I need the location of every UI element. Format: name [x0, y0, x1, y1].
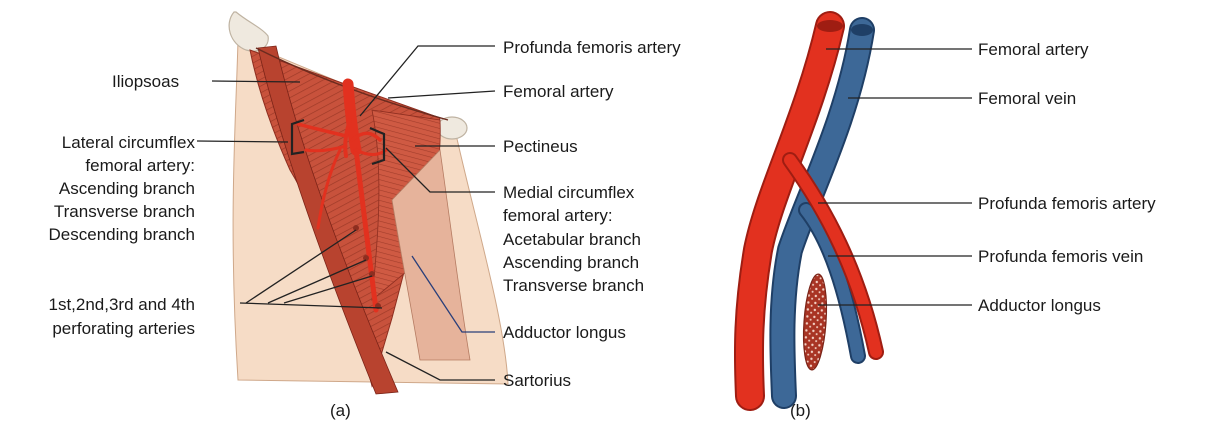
svg-text:Descending branch: Descending branch: [49, 225, 195, 244]
label-lateral-circumflex: Lateral circumflex femoral artery: Ascen…: [49, 133, 196, 244]
caption-a: (a): [330, 401, 351, 420]
svg-text:femoral artery:: femoral artery:: [85, 156, 195, 175]
svg-text:perforating arteries: perforating arteries: [52, 319, 195, 338]
caption-b: (b): [790, 401, 811, 420]
label-profunda-femoris-vein-b: Profunda femoris vein: [978, 247, 1143, 266]
svg-text:Transverse branch: Transverse branch: [503, 276, 644, 295]
svg-text:Lateral circumflex: Lateral circumflex: [62, 133, 196, 152]
anterior-superior-iliac-spine: [229, 12, 268, 51]
svg-text:Transverse branch: Transverse branch: [54, 202, 195, 221]
panel-a: Iliopsoas Lateral circumflex femoral art…: [48, 12, 681, 420]
adductor-longus-b: [801, 273, 830, 370]
svg-text:1st,2nd,3rd and 4th: 1st,2nd,3rd and 4th: [48, 295, 195, 314]
panel-b: Femoral artery Femoral vein Profunda fem…: [749, 20, 1156, 420]
label-iliopsoas: Iliopsoas: [112, 72, 179, 91]
pubic-tubercle: [437, 117, 467, 139]
label-perforating-arteries: 1st,2nd,3rd and 4th perforating arteries: [48, 295, 195, 338]
label-medial-circumflex: Medial circumflex femoral artery: Acetab…: [503, 183, 644, 295]
label-pectineus: Pectineus: [503, 137, 578, 156]
label-femoral-vein-b: Femoral vein: [978, 89, 1076, 108]
svg-text:femoral artery:: femoral artery:: [503, 206, 613, 225]
svg-text:Medial circumflex: Medial circumflex: [503, 183, 635, 202]
label-adductor-longus-b: Adductor longus: [978, 296, 1101, 315]
svg-text:Ascending branch: Ascending branch: [503, 253, 639, 272]
svg-text:Ascending branch: Ascending branch: [59, 179, 195, 198]
label-profunda-femoris-artery-b: Profunda femoris artery: [978, 194, 1156, 213]
label-femoral-artery-b: Femoral artery: [978, 40, 1089, 59]
label-sartorius: Sartorius: [503, 371, 571, 390]
svg-text:Acetabular branch: Acetabular branch: [503, 230, 641, 249]
label-profunda-femoris-artery-a: Profunda femoris artery: [503, 38, 681, 57]
label-adductor-longus-a: Adductor longus: [503, 323, 626, 342]
label-femoral-artery-a: Femoral artery: [503, 82, 614, 101]
